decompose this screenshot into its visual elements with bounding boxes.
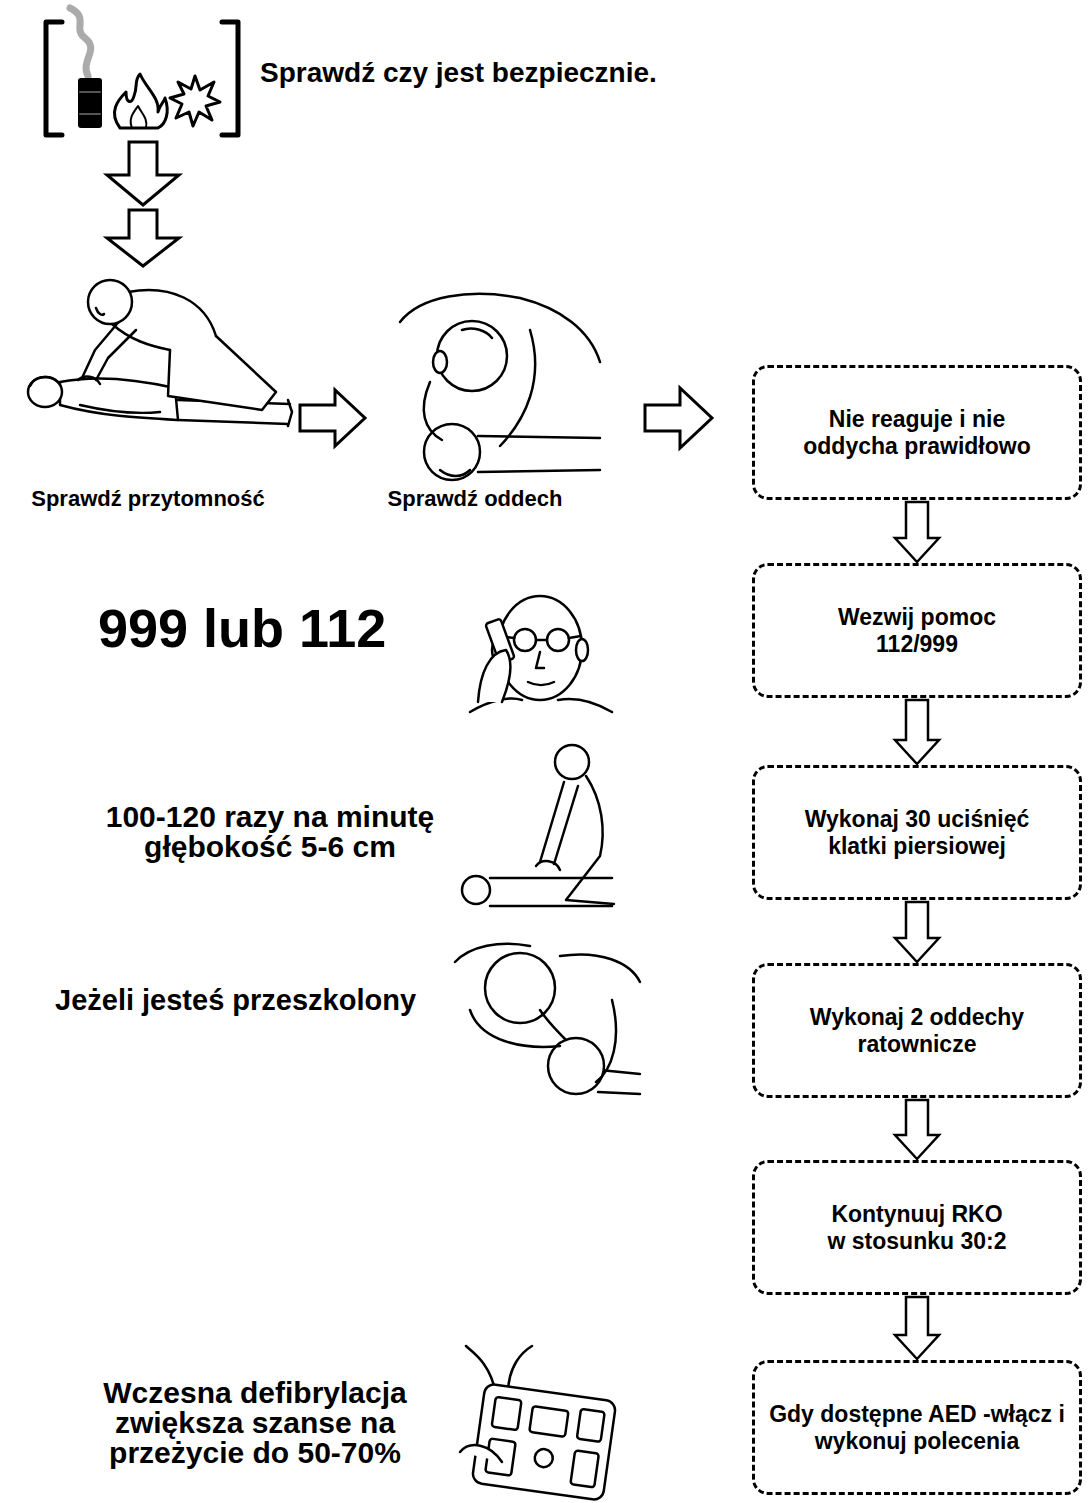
aed-figure (492, 1397, 522, 1430)
process-box: Wezwij pomoc 112/999 (752, 563, 1082, 698)
chest-compression-figure (536, 861, 560, 870)
flow-arrow (895, 1297, 939, 1359)
chest-compression-figure (555, 745, 589, 779)
hazard-icons (80, 92, 100, 114)
phone-call-figure (514, 629, 536, 651)
phone-call-figure (470, 596, 612, 712)
rescue-breath-figure (540, 1010, 566, 1040)
check-consciousness-figure (128, 290, 216, 336)
flow-arrow (895, 502, 939, 562)
figure-caption: Sprawdź przytomność (28, 487, 268, 510)
flow-arrow (895, 902, 939, 962)
box-text: Wezwij pomoc 112/999 (817, 604, 1017, 657)
phone-call-figure (528, 652, 554, 685)
process-box: Wykonaj 2 oddechy ratownicze (752, 963, 1082, 1098)
hazard-icons (114, 74, 167, 128)
check-consciousness-figure (28, 280, 292, 426)
aed-figure (472, 1383, 617, 1500)
phone-call-figure (547, 629, 569, 651)
aed-figure (460, 1445, 502, 1462)
outline-arrow (107, 142, 179, 205)
check-consciousness-figure (96, 308, 104, 315)
hazard-icons (78, 78, 102, 128)
flow-arrow (895, 1100, 939, 1159)
aed-figure (534, 1448, 554, 1468)
check-consciousness-figure (30, 377, 58, 386)
rescue-breath-figure (485, 953, 555, 1023)
aed-figure (577, 1409, 605, 1442)
check-breathing-figure (433, 351, 447, 373)
check-consciousness-figure (82, 318, 136, 380)
chest-compression-figure (462, 876, 490, 904)
figure-caption: Sprawdź oddech (365, 487, 585, 510)
check-consciousness-figure (168, 336, 276, 410)
check-consciousness-figure (80, 405, 160, 413)
box-text: Kontynuuj RKO w stosunku 30:2 (825, 1201, 1010, 1254)
check-breathing-figure (440, 470, 470, 476)
hazard-icons (70, 8, 91, 76)
emergency-number: 999 lub 112 (98, 600, 386, 657)
check-consciousness-figure (78, 377, 100, 384)
phone-call-figure (478, 650, 510, 702)
outline-arrow (645, 388, 712, 448)
aed-figure (472, 1383, 617, 1500)
training-note: Jeżeli jesteś przeszkolony (55, 985, 416, 1015)
process-box: Kontynuuj RKO w stosunku 30:2 (752, 1160, 1082, 1295)
hazard-icons (46, 22, 62, 135)
aed-figure (570, 1450, 598, 1487)
hazard-icons (46, 8, 238, 135)
flow-arrow (895, 700, 939, 764)
box-text: Gdy dostępne AED -włącz i wykonuj polece… (760, 1401, 1075, 1454)
rescue-breath-figure (455, 944, 640, 1094)
aed-figure (460, 1346, 616, 1501)
check-consciousness-figure (28, 377, 62, 407)
process-box: Gdy dostępne AED -włącz i wykonuj polece… (752, 1360, 1082, 1495)
check-breathing-figure (400, 294, 600, 480)
rescue-breath-figure (596, 1000, 616, 1082)
process-box: Nie reaguje i nie oddycha prawidłowo (752, 365, 1082, 500)
check-breathing-figure (462, 328, 492, 338)
safety-instruction: Sprawdź czy jest bezpiecznie. (260, 58, 657, 87)
outline-arrow (107, 210, 179, 266)
chest-compression-figure (566, 776, 614, 904)
hazard-icons (222, 22, 238, 135)
check-breathing-figure (478, 436, 600, 472)
hazard-icons (170, 76, 220, 126)
check-consciousness-figure (88, 280, 132, 324)
check-breathing-figure (437, 321, 507, 391)
compression-note: 100-120 razy na minutę głębokość 5-6 cm (90, 802, 450, 862)
chest-compression-figure (540, 782, 578, 864)
check-breathing-figure (424, 382, 442, 440)
outline-arrow (300, 390, 365, 446)
chest-compression-figure (462, 745, 614, 906)
outline-arrow (107, 142, 712, 448)
phone-call-figure (576, 639, 588, 661)
process-box: Wykonaj 30 uciśnięć klatki piersiowej (752, 765, 1082, 900)
box-text: Wykonaj 30 uciśnięć klatki piersiowej (787, 806, 1047, 859)
hazard-icons (131, 106, 147, 128)
check-consciousness-figure (60, 378, 178, 420)
phone-call-figure (500, 636, 581, 640)
box-text: Wykonaj 2 oddechy ratownicze (787, 1004, 1047, 1057)
box-text: Nie reaguje i nie oddycha prawidłowo (787, 406, 1047, 459)
defibrillation-note: Wczesna defibrylacja zwiększa szanse na … (80, 1378, 430, 1468)
aed-figure (529, 1406, 568, 1437)
